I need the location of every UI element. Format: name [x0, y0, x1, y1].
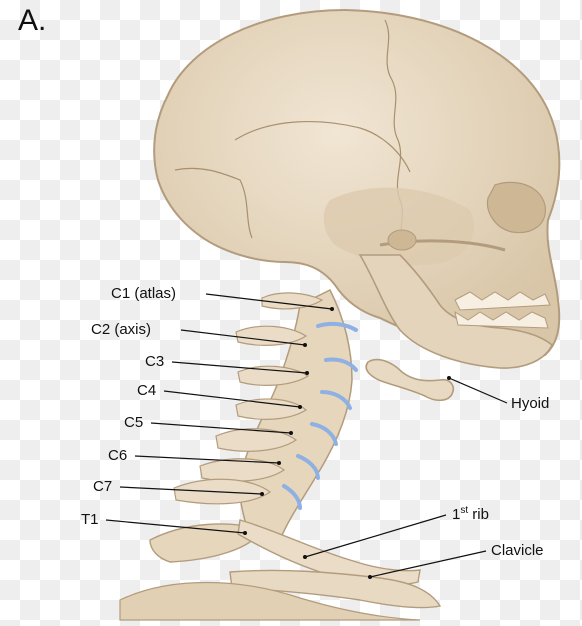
label-c6: C6: [108, 447, 127, 464]
label-hyoid: Hyoid: [511, 395, 549, 412]
leader-rib: [305, 515, 446, 557]
dot-rib: [303, 555, 307, 559]
label-first-rib: 1st rib: [452, 505, 489, 523]
leader-clavicle: [370, 551, 486, 577]
label-c2: C2 (axis): [91, 321, 151, 338]
label-clavicle: Clavicle: [491, 542, 544, 559]
dot-clavicle: [368, 575, 372, 579]
dot-c1: [330, 307, 334, 311]
label-c7: C7: [93, 478, 112, 495]
rib-superscript: st: [460, 505, 468, 516]
hyoid-bone: [366, 360, 453, 401]
dot-t1: [243, 531, 247, 535]
dot-c4: [298, 405, 302, 409]
panel-letter: A.: [18, 4, 46, 38]
label-t1: T1: [81, 511, 99, 528]
rib-word: rib: [472, 506, 489, 523]
label-c1: C1 (atlas): [111, 285, 176, 302]
dot-c5: [289, 431, 293, 435]
leader-hyoid: [449, 378, 507, 403]
ear-canal: [388, 230, 416, 250]
label-c4: C4: [137, 382, 156, 399]
label-c5: C5: [124, 414, 143, 431]
cervical-spine: [174, 290, 356, 540]
dot-c2: [303, 343, 307, 347]
dot-c7: [260, 492, 264, 496]
dot-c3: [305, 371, 309, 375]
dot-hyoid: [447, 376, 451, 380]
label-c3: C3: [145, 353, 164, 370]
dot-c6: [277, 461, 281, 465]
